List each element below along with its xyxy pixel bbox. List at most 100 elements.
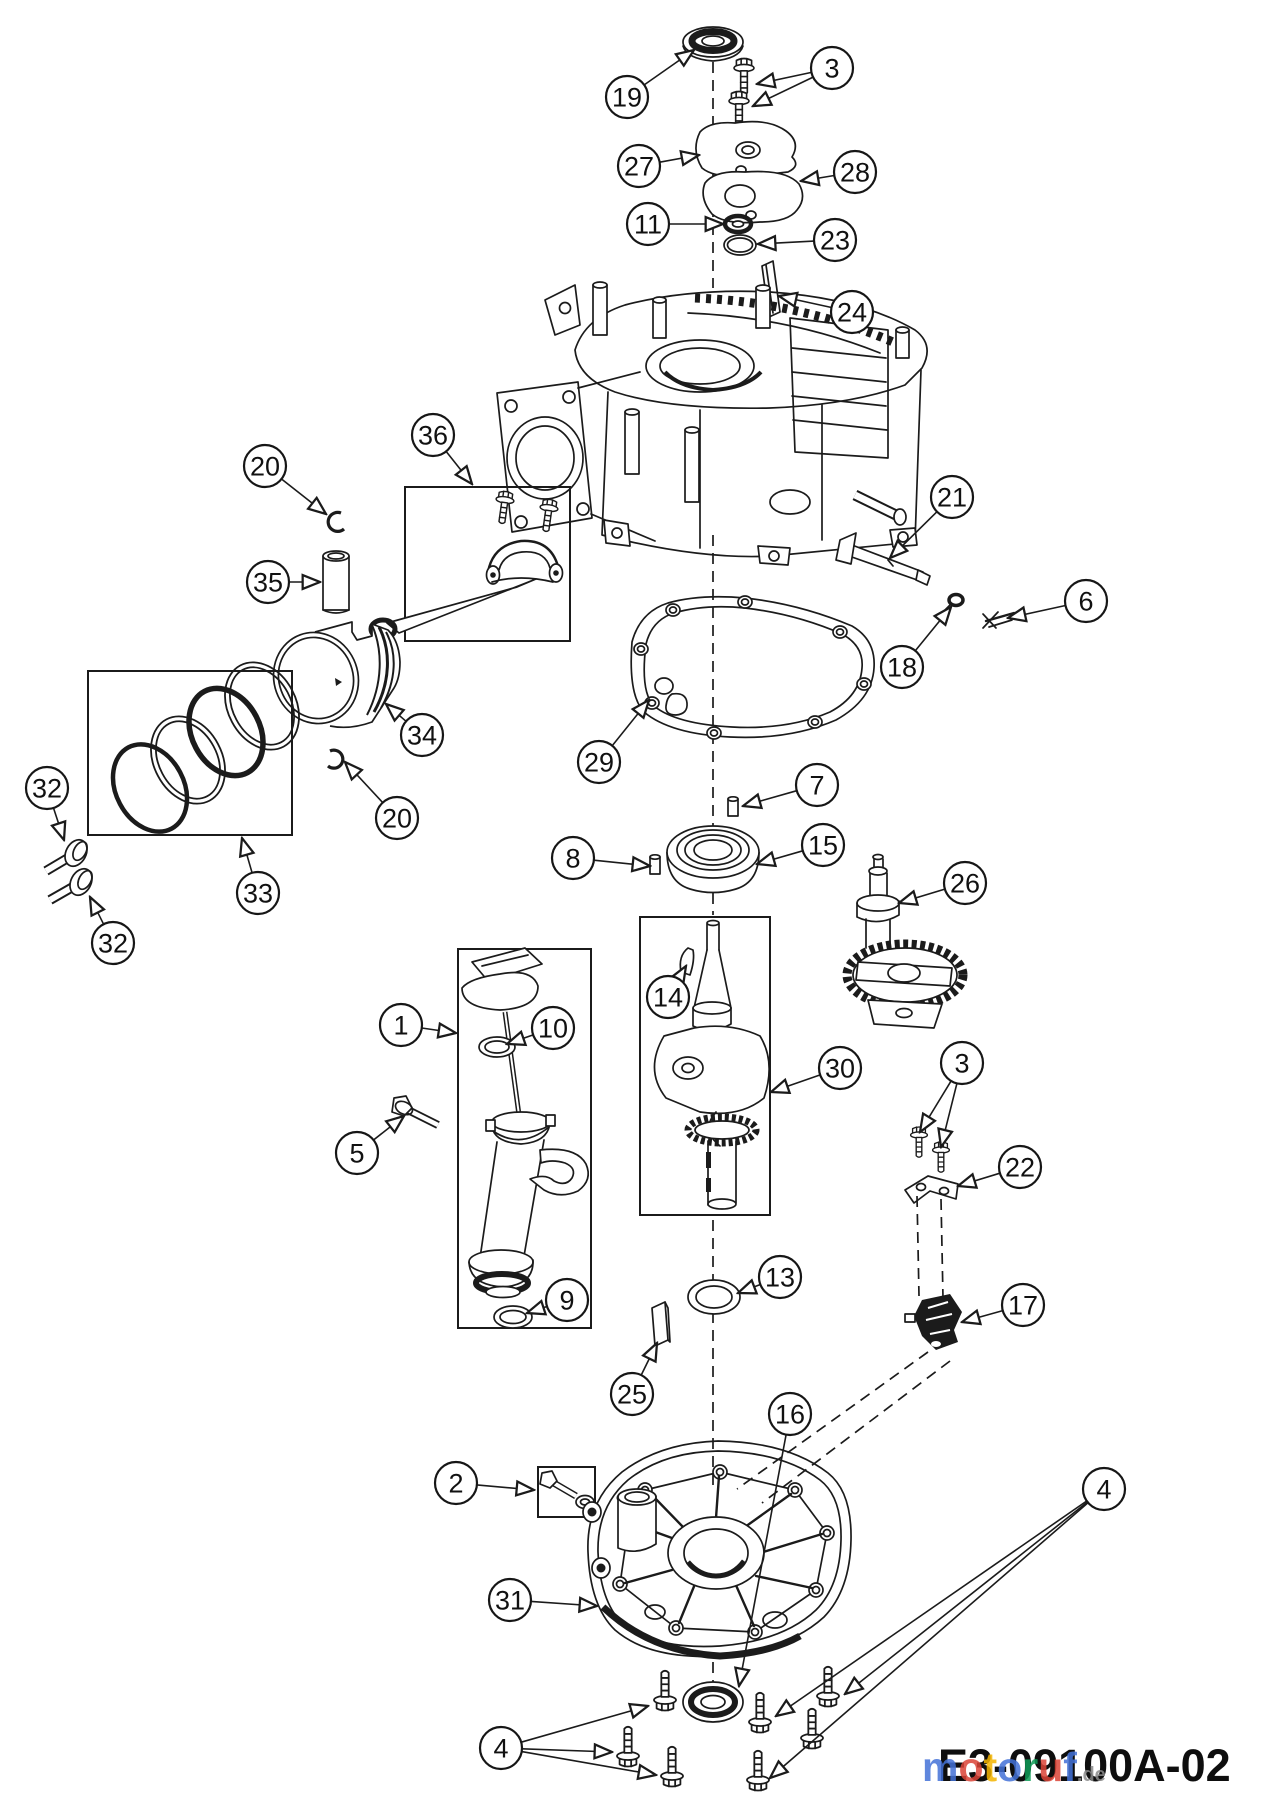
callout-32: 32 bbox=[90, 920, 136, 966]
callout-bubble bbox=[832, 149, 878, 195]
callout-bubble bbox=[997, 1144, 1043, 1190]
watermark-letter: r bbox=[1022, 1744, 1039, 1790]
callout-5: 5 bbox=[334, 1130, 380, 1176]
watermark-letter: t bbox=[983, 1744, 998, 1790]
callout-bubble bbox=[809, 45, 855, 91]
crankshaft-box bbox=[639, 916, 771, 1216]
ring-set-box bbox=[87, 670, 293, 836]
piston-rings-drawing bbox=[110, 661, 300, 834]
piston-34-drawing bbox=[272, 621, 401, 729]
callout-leader-16 bbox=[739, 1434, 787, 1686]
callout-24: 24 bbox=[829, 289, 875, 335]
watermark-letter: o bbox=[958, 1744, 984, 1790]
callout-bubble bbox=[800, 822, 846, 868]
callout-number: 19 bbox=[612, 83, 642, 113]
callout-number: 5 bbox=[349, 1139, 364, 1169]
callout-leader-25 bbox=[640, 1343, 657, 1376]
callout-leader-2 bbox=[476, 1485, 534, 1490]
conn-rod-box bbox=[404, 486, 571, 642]
callout-number: 27 bbox=[624, 152, 654, 182]
callout-bubble bbox=[604, 74, 650, 120]
callout-leader-4 bbox=[770, 1502, 1089, 1778]
callout-bubble bbox=[245, 559, 291, 605]
watermark: motoruf.de bbox=[922, 1744, 1106, 1791]
callout-leader-3 bbox=[941, 1083, 958, 1147]
callout-bubble bbox=[24, 765, 70, 811]
dowel-pin-7-drawing bbox=[727, 795, 739, 817]
callout-number: 10 bbox=[538, 1014, 568, 1044]
callout-number: 29 bbox=[584, 748, 614, 778]
callout-bubble bbox=[90, 920, 136, 966]
callout-number: 23 bbox=[820, 226, 850, 256]
callout-leader-30 bbox=[771, 1074, 821, 1092]
callout-bubble bbox=[929, 474, 975, 520]
callout-19: 19 bbox=[604, 74, 650, 120]
camshaft-26-drawing bbox=[842, 853, 968, 1029]
drain-bolt-2-drawing bbox=[539, 1470, 595, 1510]
watermark-letter: f bbox=[1063, 1744, 1077, 1790]
callout-bubble bbox=[374, 795, 420, 841]
callout-bubble bbox=[334, 1130, 380, 1176]
cotter-pin-6-drawing bbox=[982, 611, 1016, 629]
callout-36: 36 bbox=[410, 412, 456, 458]
callout-leader-3 bbox=[920, 1080, 952, 1132]
callout-bubble bbox=[767, 1391, 813, 1437]
o-ring-9-drawing bbox=[493, 1305, 533, 1329]
callout-leader-31 bbox=[530, 1601, 597, 1606]
callout-leader-6 bbox=[1008, 604, 1066, 619]
callout-leader-4 bbox=[521, 1750, 656, 1775]
callout-number: 26 bbox=[950, 869, 980, 899]
callout-bubble bbox=[399, 712, 445, 758]
callout-leader-32 bbox=[90, 897, 104, 925]
callout-bubble bbox=[812, 217, 858, 263]
callout-9: 9 bbox=[544, 1277, 590, 1323]
callout-29: 29 bbox=[576, 739, 622, 785]
callout-14: 14 bbox=[645, 974, 691, 1020]
callout-number: 6 bbox=[1078, 587, 1093, 617]
callout-leader-8 bbox=[593, 860, 650, 866]
callout-number: 3 bbox=[824, 54, 839, 84]
callout-leader-36 bbox=[445, 450, 472, 484]
callout-number: 20 bbox=[382, 804, 412, 834]
callout-number: 14 bbox=[653, 983, 683, 1013]
callout-leader-18 bbox=[914, 607, 951, 652]
callout-33: 33 bbox=[235, 870, 281, 916]
callout-leader-14 bbox=[679, 966, 687, 979]
callout-number: 4 bbox=[493, 1734, 508, 1764]
callout-bubble bbox=[576, 739, 622, 785]
callout-leader-20 bbox=[281, 478, 327, 514]
callout-8: 8 bbox=[550, 835, 596, 881]
callout-bubble bbox=[378, 1002, 424, 1048]
callout-bubble bbox=[1063, 578, 1109, 624]
callout-32: 32 bbox=[24, 765, 70, 811]
callout-bubble bbox=[530, 1005, 576, 1051]
oil-seal-19-drawing bbox=[682, 26, 744, 62]
callout-number: 8 bbox=[565, 844, 580, 874]
callout-number: 18 bbox=[887, 653, 917, 683]
callout-number: 11 bbox=[634, 210, 662, 240]
watermark-letter: m bbox=[922, 1744, 959, 1790]
callout-leader-28 bbox=[801, 176, 835, 182]
callout-leader-24 bbox=[779, 296, 832, 308]
callout-25: 25 bbox=[609, 1371, 655, 1417]
callout-number: 32 bbox=[98, 929, 128, 959]
callout-bubble bbox=[625, 201, 671, 247]
callout-leader-5 bbox=[373, 1116, 405, 1141]
callout-3: 3 bbox=[809, 45, 855, 91]
oil-seal-16-drawing bbox=[682, 1681, 744, 1723]
callout-leader-3 bbox=[753, 76, 814, 106]
crankshaft-30-drawing bbox=[653, 919, 770, 1210]
callout-leader-23 bbox=[758, 241, 815, 244]
callout-number: 22 bbox=[1005, 1153, 1035, 1183]
clip-18-drawing bbox=[943, 592, 965, 612]
callout-leader-19 bbox=[643, 50, 694, 86]
callout-number: 3 bbox=[954, 1049, 969, 1079]
callout-bubble bbox=[242, 443, 288, 489]
callout-number: 33 bbox=[243, 879, 273, 909]
assembly-leader-dashes bbox=[736, 1195, 951, 1504]
callout-leader-29 bbox=[611, 700, 649, 747]
callout-leader-34 bbox=[386, 704, 407, 721]
callout-leader-33 bbox=[242, 838, 252, 874]
crankcase-cover-31-drawing bbox=[582, 1440, 852, 1660]
callout-4: 4 bbox=[478, 1725, 524, 1771]
